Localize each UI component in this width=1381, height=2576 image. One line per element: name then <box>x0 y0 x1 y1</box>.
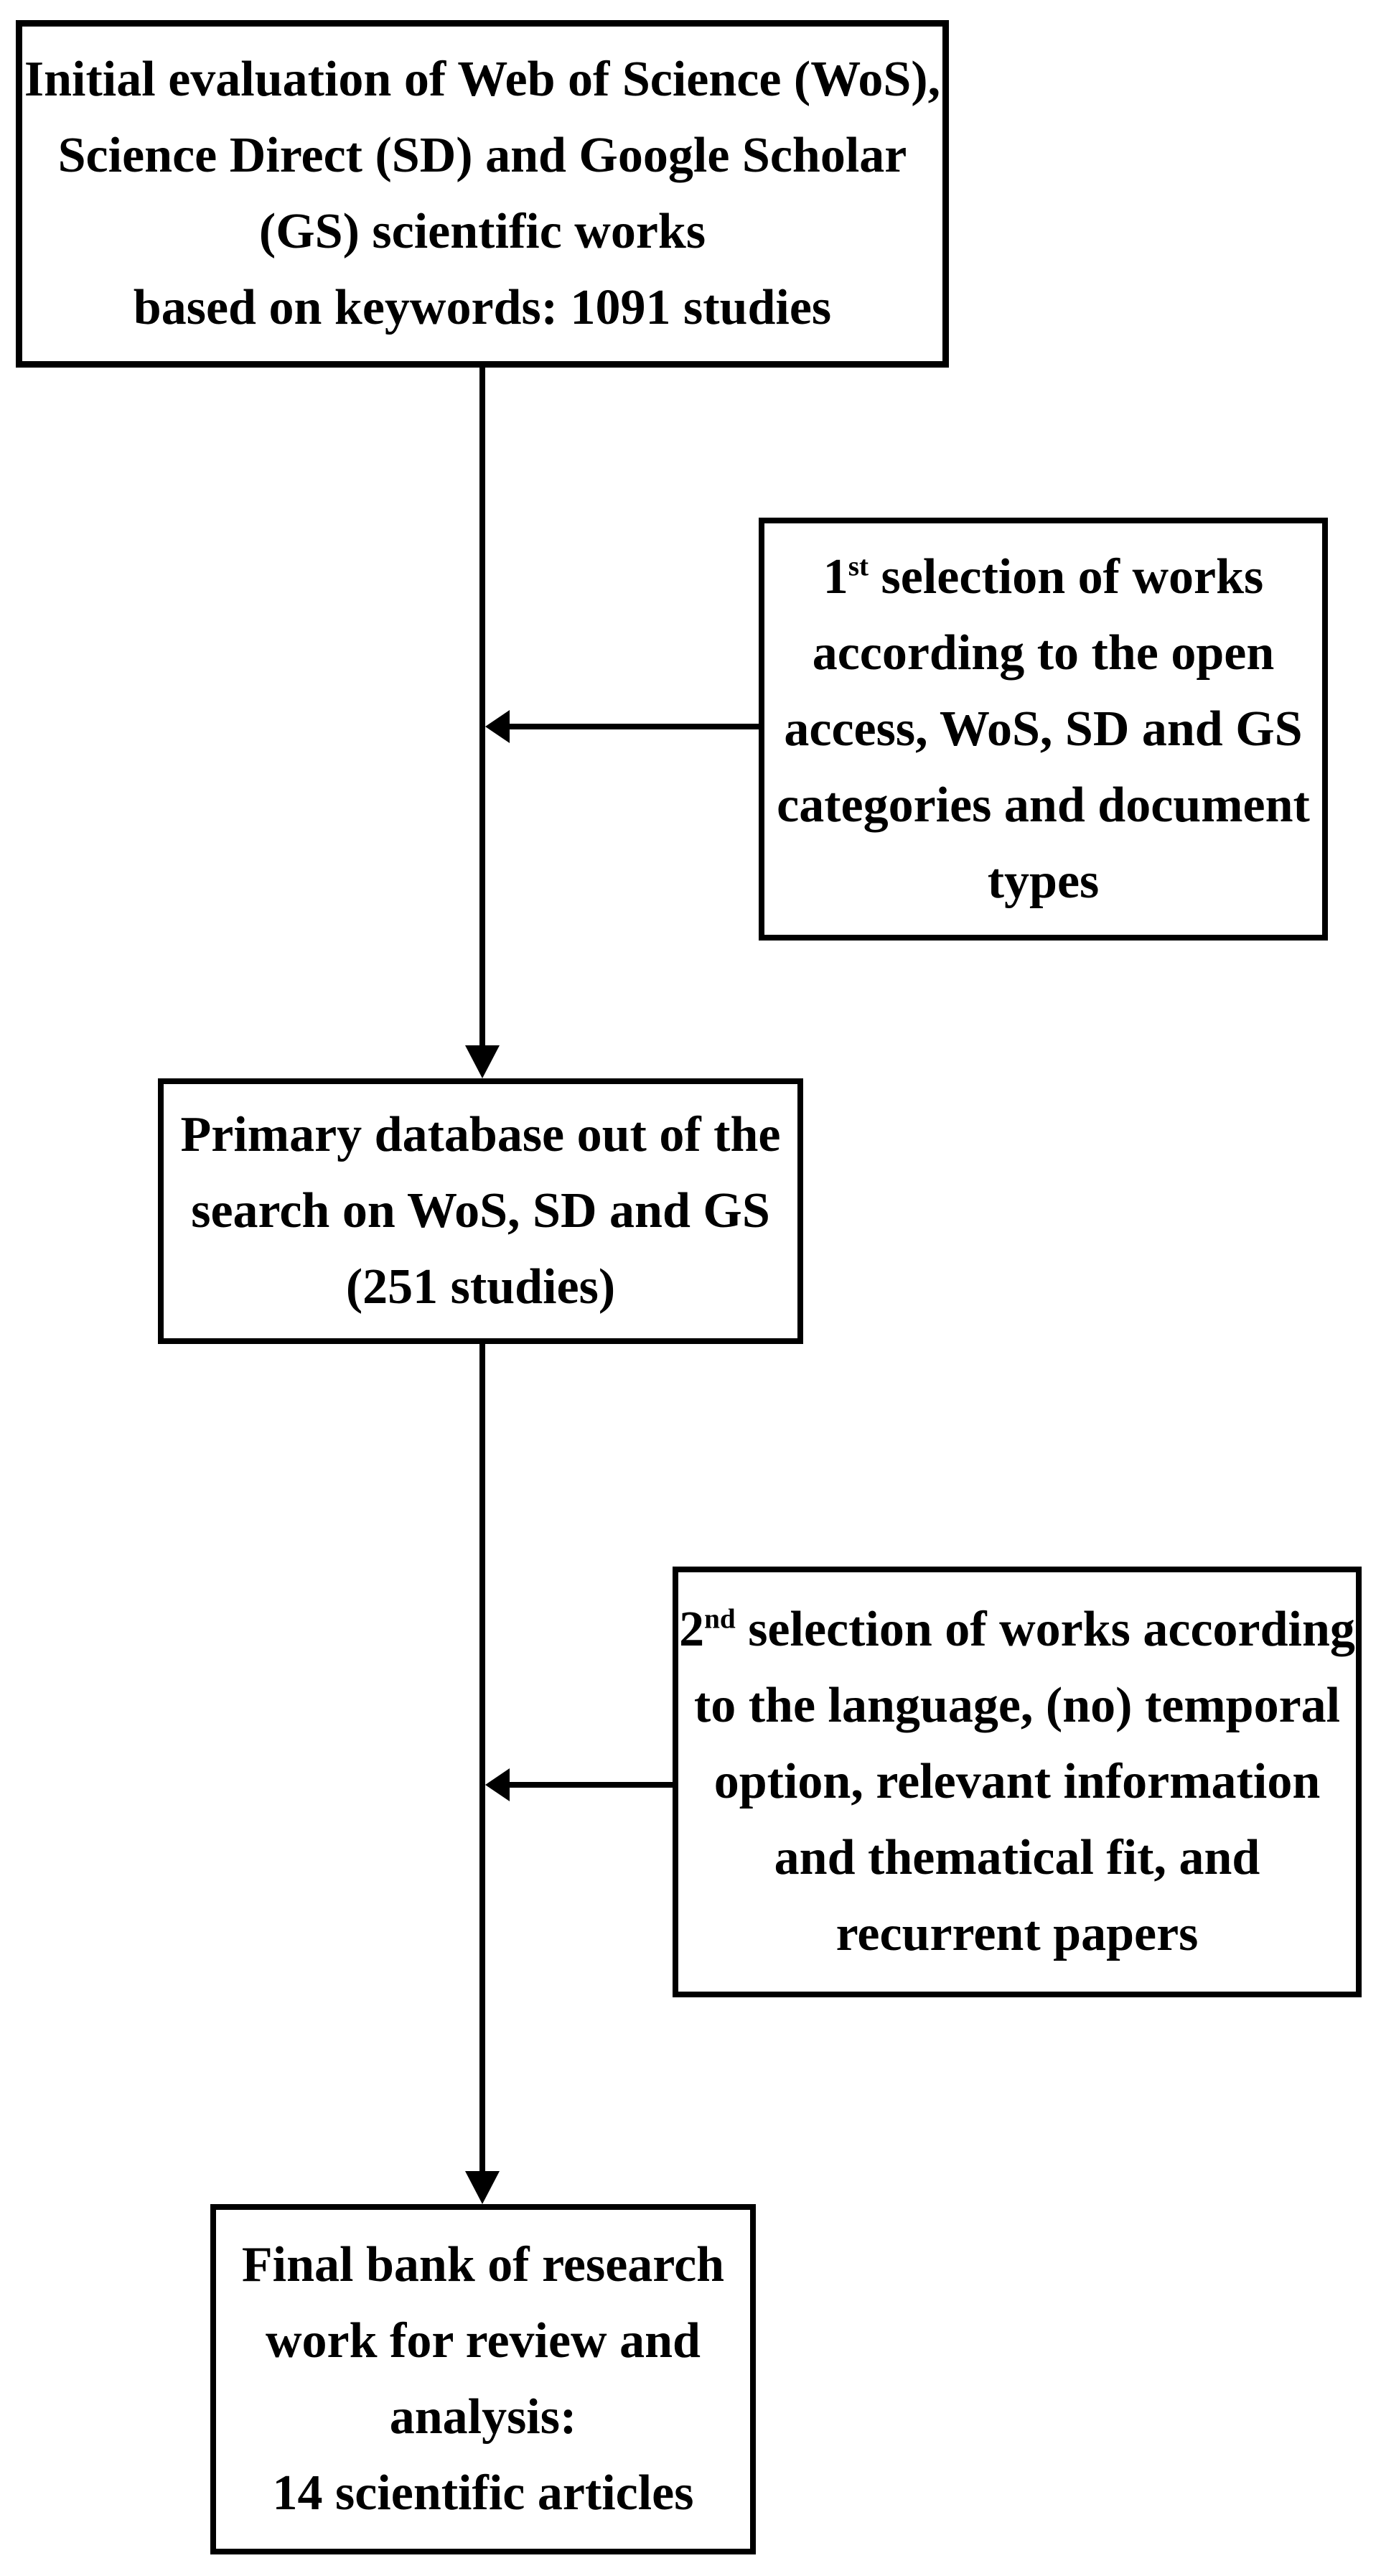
arrowhead-left-icon <box>485 710 510 743</box>
box-text-line: Final bank of research <box>241 2237 725 2292</box>
box-text-line: (GS) scientific works <box>258 204 706 259</box>
arrowhead-left-icon <box>485 1768 510 1801</box>
box-text-line: 1st selection of works <box>764 539 1322 615</box>
connector-line-initial-to-primary <box>479 363 485 1050</box>
box-text-line: work for review and <box>266 2313 701 2369</box>
initial-evaluation-box: Initial evaluation of Web of Science (Wo… <box>16 20 949 368</box>
first-selection-box: 1st selection of works according to the … <box>759 518 1328 941</box>
second-selection-box: 2nd selection of works according to the … <box>673 1567 1362 1997</box>
final-bank-box: Final bank of research work for review a… <box>210 2204 756 2554</box>
ordinal-base: 2 <box>679 1602 705 1657</box>
connector-line-selection2 <box>507 1782 673 1788</box>
connector-line-selection1 <box>507 724 759 729</box>
box-text-line: Science Direct (SD) and Google Scholar <box>57 128 907 183</box>
primary-database-box: Primary database out of the search on Wo… <box>158 1078 803 1344</box>
box-text-line: option, relevant information <box>713 1754 1321 1809</box>
box-text-line: recurrent papers <box>835 1906 1199 1961</box>
box-text-line: 14 scientific articles <box>272 2465 694 2521</box>
box-text-line: and thematical fit, and <box>774 1830 1260 1885</box>
arrowhead-down-icon <box>465 1045 500 1078</box>
box-text-line: according to the open <box>812 625 1275 681</box>
box-text-line: analysis: <box>389 2389 577 2445</box>
box-text-line: to the language, (no) temporal <box>693 1678 1341 1733</box>
arrowhead-down-icon <box>465 2171 500 2204</box>
box-text-line: search on WoS, SD and GS <box>191 1183 770 1238</box>
ordinal-superscript: nd <box>704 1603 736 1635</box>
box-text-line: types <box>987 853 1100 909</box>
box-text-line: Initial evaluation of Web of Science (Wo… <box>24 52 941 107</box>
box-text-line: Primary database out of the <box>180 1107 781 1162</box>
box-text-line: based on keywords: 1091 studies <box>133 280 832 335</box>
ordinal-superscript: st <box>848 551 869 582</box>
box-text-line: 2nd selection of works according <box>678 1592 1356 1668</box>
box-text-line: categories and document <box>777 777 1310 833</box>
box-text-line: (251 studies) <box>345 1259 616 1315</box>
line-rest: selection of works <box>869 549 1264 605</box>
connector-line-primary-to-final <box>479 1340 485 2173</box>
box-text-line: access, WoS, SD and GS <box>784 701 1303 757</box>
ordinal-base: 1 <box>823 549 848 605</box>
line-rest: selection of works according <box>735 1602 1355 1657</box>
